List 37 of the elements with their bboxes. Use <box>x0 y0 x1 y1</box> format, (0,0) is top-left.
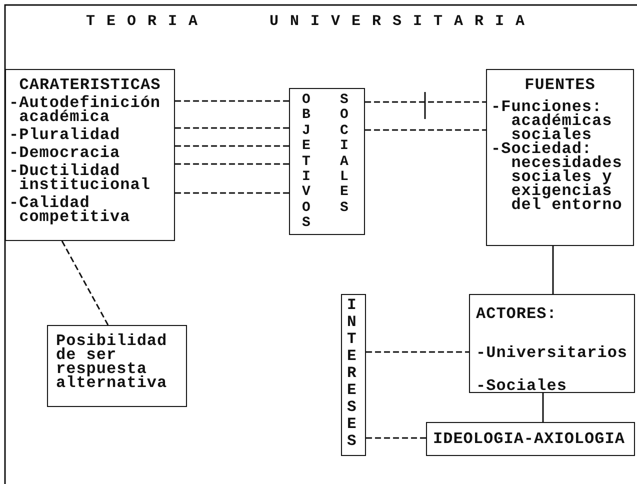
list-item: -Democracia <box>9 146 122 160</box>
list-item: -Ductilidad institucional <box>9 164 152 192</box>
text-box <box>469 294 635 393</box>
list-item: -Universitarios <box>476 346 628 360</box>
vertical-label: INTERESES <box>347 297 358 450</box>
connector-line <box>175 163 289 165</box>
list-item: -Sociales <box>476 379 567 393</box>
vertical-label: SOCIALES <box>340 93 350 216</box>
list-item: -Pluralidad <box>9 128 122 142</box>
text-box <box>426 422 635 456</box>
list-item: -Funciones: académicas sociales <box>491 100 614 142</box>
box-text: Posibilidad de ser respuesta alternativa <box>56 334 168 390</box>
vertical-text-box <box>341 294 366 456</box>
list-item: -Sociedad: necesidades sociales y exigencias del entorno <box>491 142 624 212</box>
connector-line <box>365 101 486 103</box>
box-heading: CARATERISTICAS <box>18 78 162 92</box>
text-box <box>47 325 187 407</box>
connector-line <box>365 129 486 131</box>
connector-line <box>61 240 109 326</box>
connector-line <box>542 393 544 422</box>
connector-line <box>175 192 289 194</box>
text-box <box>486 69 634 246</box>
list-item: -Calidad competitiva <box>9 196 132 224</box>
text-box <box>5 69 175 241</box>
connector-line <box>366 437 426 439</box>
vertical-text-box <box>289 88 365 235</box>
connector-line <box>366 351 469 353</box>
connector-line <box>552 246 554 294</box>
diagram-title: TEORIA UNIVERSITARIA <box>86 13 536 30</box>
connector-line <box>175 145 289 147</box>
list-item: -Autodefinición académica <box>9 96 162 124</box>
connector-line <box>175 100 289 102</box>
box-text: IDEOLOGIA-AXIOLOGIA <box>433 432 625 446</box>
vertical-label: OBJETIVOS <box>302 93 312 232</box>
box-heading: FUENTES <box>524 78 596 92</box>
box-heading: ACTORES: <box>476 307 557 321</box>
connector-line <box>175 127 289 129</box>
